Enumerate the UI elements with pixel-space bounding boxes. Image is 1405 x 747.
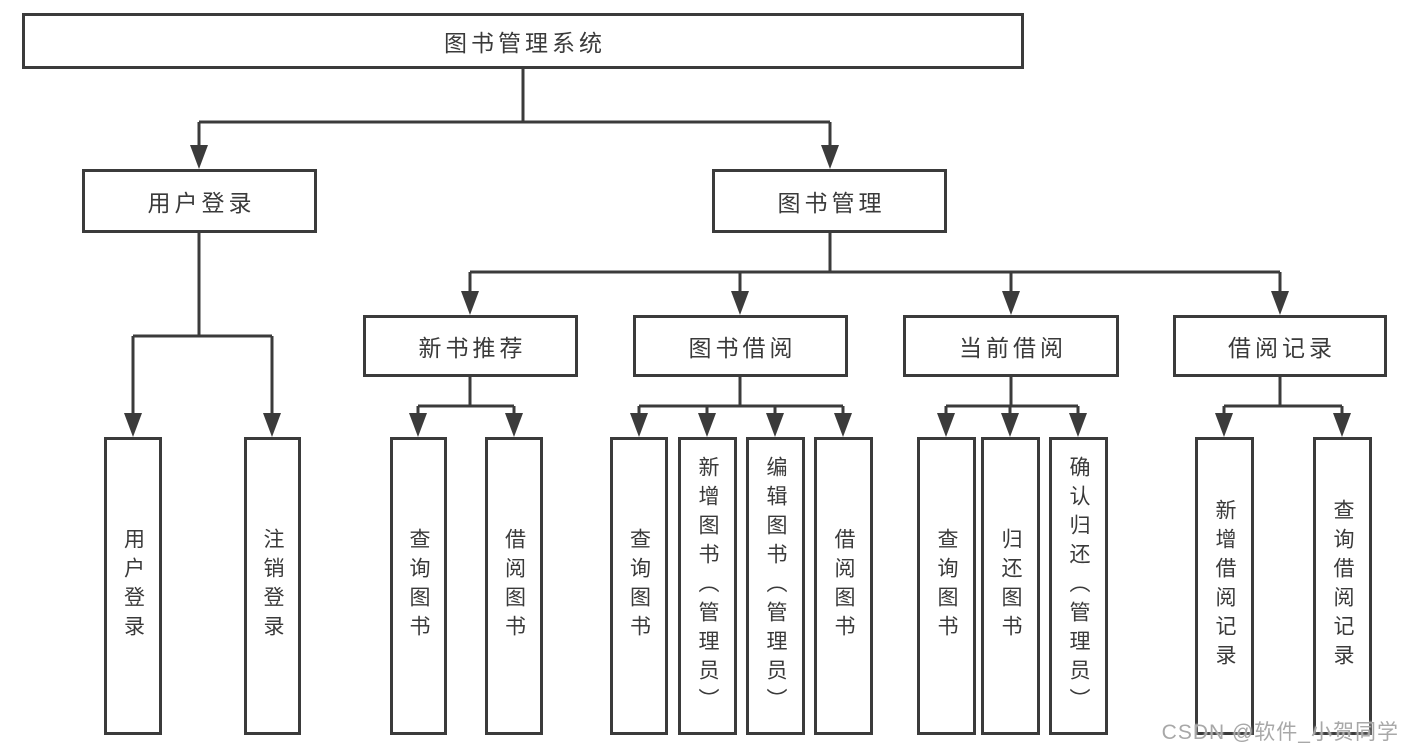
leaf-borrow-books: 借阅图书 — [814, 437, 873, 735]
node-library-management-system: 图书管理系统 — [22, 13, 1024, 69]
edge-book-mgmt-to-level3 — [461, 233, 1289, 315]
leaf-label: 编辑图书（管理员） — [764, 455, 787, 717]
edge-user-login-to-leaves — [124, 233, 281, 437]
node-new-book-recommend: 新书推荐 — [363, 315, 578, 377]
node-label: 图书管理系统 — [444, 30, 606, 56]
leaf-query-books-current: 查询图书 — [917, 437, 976, 735]
leaf-query-books-recommend: 查询图书 — [390, 437, 447, 735]
leaf-label: 查询图书 — [407, 528, 430, 644]
node-current-borrowing: 当前借阅 — [903, 315, 1119, 377]
leaf-label: 用户登录 — [121, 528, 145, 644]
node-label: 新书推荐 — [418, 335, 527, 361]
leaf-user-login: 用户登录 — [104, 437, 162, 735]
edge-book-borrow-to-leaves — [630, 377, 852, 437]
node-user-login: 用户登录 — [82, 169, 317, 233]
leaf-label: 注销登录 — [261, 528, 284, 644]
leaf-label: 新增借阅记录 — [1213, 499, 1236, 673]
leaf-add-books-admin: 新增图书（管理员） — [678, 437, 737, 735]
leaf-logout: 注销登录 — [244, 437, 301, 735]
node-label: 借阅记录 — [1228, 335, 1336, 361]
node-label: 图书借阅 — [688, 335, 797, 361]
leaf-label: 借阅图书 — [502, 528, 526, 644]
node-borrowing-records: 借阅记录 — [1173, 315, 1387, 377]
edge-current-borrow-to-leaves — [937, 377, 1087, 437]
csdn-watermark: CSDN @软件_小贺同学 — [1161, 721, 1399, 744]
edge-borrow-record-to-leaves — [1215, 377, 1351, 437]
edge-root-to-level2 — [190, 69, 839, 169]
leaf-confirm-return-admin: 确认归还（管理员） — [1049, 437, 1108, 735]
leaf-label: 确认归还（管理员） — [1067, 455, 1090, 717]
leaf-label: 查询图书 — [627, 528, 651, 644]
node-book-borrowing: 图书借阅 — [633, 315, 848, 377]
leaf-label: 查询借阅记录 — [1331, 499, 1354, 673]
leaf-label: 借阅图书 — [832, 528, 855, 644]
node-book-management: 图书管理 — [712, 169, 947, 233]
leaf-edit-books-admin: 编辑图书（管理员） — [746, 437, 805, 735]
leaf-return-books: 归还图书 — [981, 437, 1040, 735]
node-label: 用户登录 — [147, 190, 256, 216]
node-label: 图书管理 — [777, 190, 886, 216]
edge-new-book-to-leaves — [409, 377, 523, 437]
leaf-query-borrow-record: 查询借阅记录 — [1313, 437, 1372, 735]
leaf-label: 归还图书 — [999, 528, 1022, 644]
leaf-label: 查询图书 — [935, 528, 958, 644]
leaf-query-books-borrow: 查询图书 — [610, 437, 668, 735]
leaf-add-borrow-record: 新增借阅记录 — [1195, 437, 1254, 735]
node-label: 当前借阅 — [959, 335, 1067, 361]
leaf-label: 新增图书（管理员） — [696, 455, 719, 717]
leaf-borrow-books-recommend: 借阅图书 — [485, 437, 543, 735]
